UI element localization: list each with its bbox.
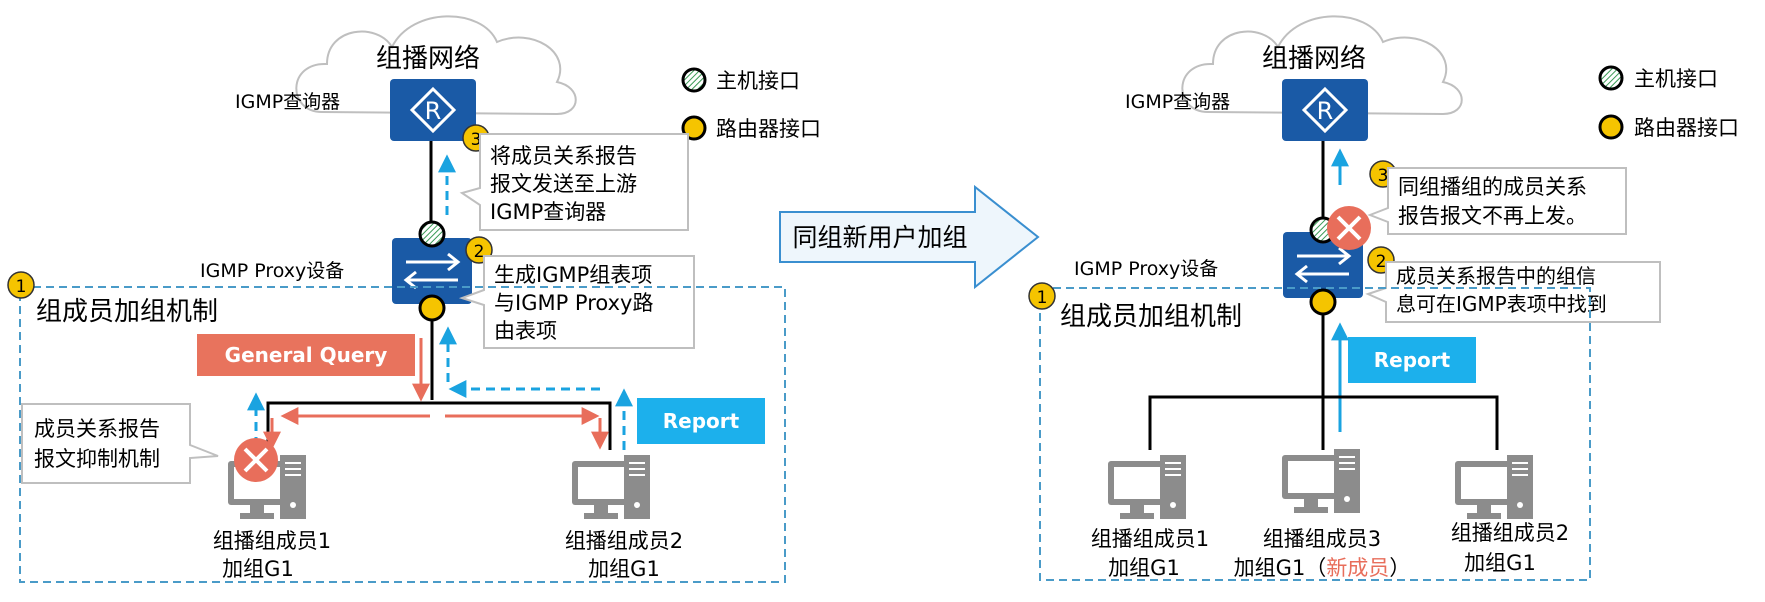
callout-step3	[459, 133, 689, 231]
host2-name: 组播组成员2	[1451, 521, 1569, 545]
host3-pc-icon	[1281, 448, 1361, 514]
host-interface-legend-icon	[681, 67, 707, 93]
proxy-label: IGMP Proxy设备	[1074, 258, 1218, 280]
report-box	[1348, 337, 1476, 383]
legend-router-label: 路由器接口	[1634, 116, 1739, 140]
host1-name: 组播组成员1	[1091, 527, 1209, 551]
group-region	[1039, 287, 1591, 581]
router-icon	[388, 77, 478, 143]
querier-label: IGMP查询器	[235, 91, 340, 113]
svg-text:2: 2	[1376, 252, 1387, 272]
svg-text:与IGMP Proxy路: 与IGMP Proxy路	[494, 291, 653, 315]
right-panel: 组播网络 IGMP查询器 主机接口 路由器接口 3 同组播组的成员关系 报告报文…	[1028, 15, 1739, 581]
cloud-label: 组播网络	[376, 44, 480, 74]
svg-text:3: 3	[1378, 166, 1389, 186]
cloud-label: 组播网络	[1262, 44, 1366, 74]
svg-text:1: 1	[1037, 288, 1048, 308]
proxy-label: IGMP Proxy设备	[200, 260, 344, 282]
report-box	[637, 398, 765, 444]
callout-step3	[1367, 167, 1627, 235]
host1-name: 组播组成员1	[213, 529, 331, 553]
router-icon	[1280, 77, 1370, 143]
host1-pc-icon	[1107, 454, 1187, 520]
svg-text:3: 3	[471, 130, 482, 150]
legend-router-label: 路由器接口	[716, 117, 821, 141]
svg-text:生成IGMP组表项: 生成IGMP组表项	[494, 263, 652, 287]
querier-label: IGMP查询器	[1125, 91, 1230, 113]
svg-text:2: 2	[474, 242, 485, 262]
svg-text:成员关系报告中的组信: 成员关系报告中的组信	[1396, 264, 1596, 288]
host2-pc-icon	[571, 454, 651, 520]
svg-text:成员关系报告: 成员关系报告	[34, 417, 160, 441]
legend-host-label: 主机接口	[716, 69, 800, 93]
step-badge-1	[1028, 282, 1056, 310]
svg-text:报文发送至上游: 报文发送至上游	[490, 172, 637, 196]
host3-name: 组播组成员3	[1263, 527, 1381, 551]
transition-arrow: 同组新用户加组	[779, 184, 1040, 290]
report-label: Report	[1374, 348, 1451, 372]
legend-host-label: 主机接口	[1634, 67, 1718, 91]
proxy-switch-icon	[390, 236, 474, 306]
host1-group: 加组G1	[222, 557, 294, 581]
group-title: 组成员加组机制	[1060, 302, 1242, 332]
general-query-label: General Query	[225, 343, 388, 367]
svg-text:报告报文不再上发。: 报告报文不再上发。	[1398, 204, 1587, 228]
svg-text:将成员关系报告: 将成员关系报告	[490, 144, 637, 168]
report-label: Report	[663, 409, 740, 433]
callout-step2	[458, 255, 695, 349]
general-query-box	[197, 334, 415, 376]
transition-label: 同组新用户加组	[792, 223, 967, 252]
host2-group: 加组G1	[588, 557, 660, 581]
group-title: 组成员加组机制	[36, 297, 218, 327]
router-interface-icon	[1309, 288, 1337, 316]
suppress-callout	[21, 403, 219, 484]
svg-text:息可在IGMP表项中找到: 息可在IGMP表项中找到	[1396, 292, 1607, 316]
host-interface-legend-icon	[1598, 65, 1624, 91]
lan-bus	[266, 401, 612, 450]
host-interface-icon	[418, 220, 446, 248]
router-interface-legend-icon	[1598, 114, 1624, 140]
router-interface-icon	[418, 294, 446, 322]
svg-text:IGMP查询器: IGMP查询器	[490, 200, 606, 224]
svg-text:由表项: 由表项	[494, 319, 557, 343]
svg-text:1: 1	[16, 277, 27, 297]
host3-group: 加组G1（新成员）	[1234, 556, 1411, 580]
host2-pc-icon	[1454, 454, 1534, 520]
new-member-tag: 新成员	[1326, 556, 1389, 580]
host1-group: 加组G1	[1108, 556, 1180, 580]
svg-text:同组播组的成员关系: 同组播组的成员关系	[1398, 175, 1587, 199]
host2-name: 组播组成员2	[565, 529, 683, 553]
host2-group: 加组G1	[1464, 551, 1536, 575]
step-badge-1	[7, 271, 35, 299]
group-region	[19, 286, 786, 583]
left-panel: 组播网络 IGMP查询器 主机接口 路由器接口 3 将成员关系报告 报文发送至上…	[7, 15, 821, 583]
lan-bus	[1148, 395, 1499, 450]
svg-text:报文抑制机制: 报文抑制机制	[34, 447, 160, 471]
